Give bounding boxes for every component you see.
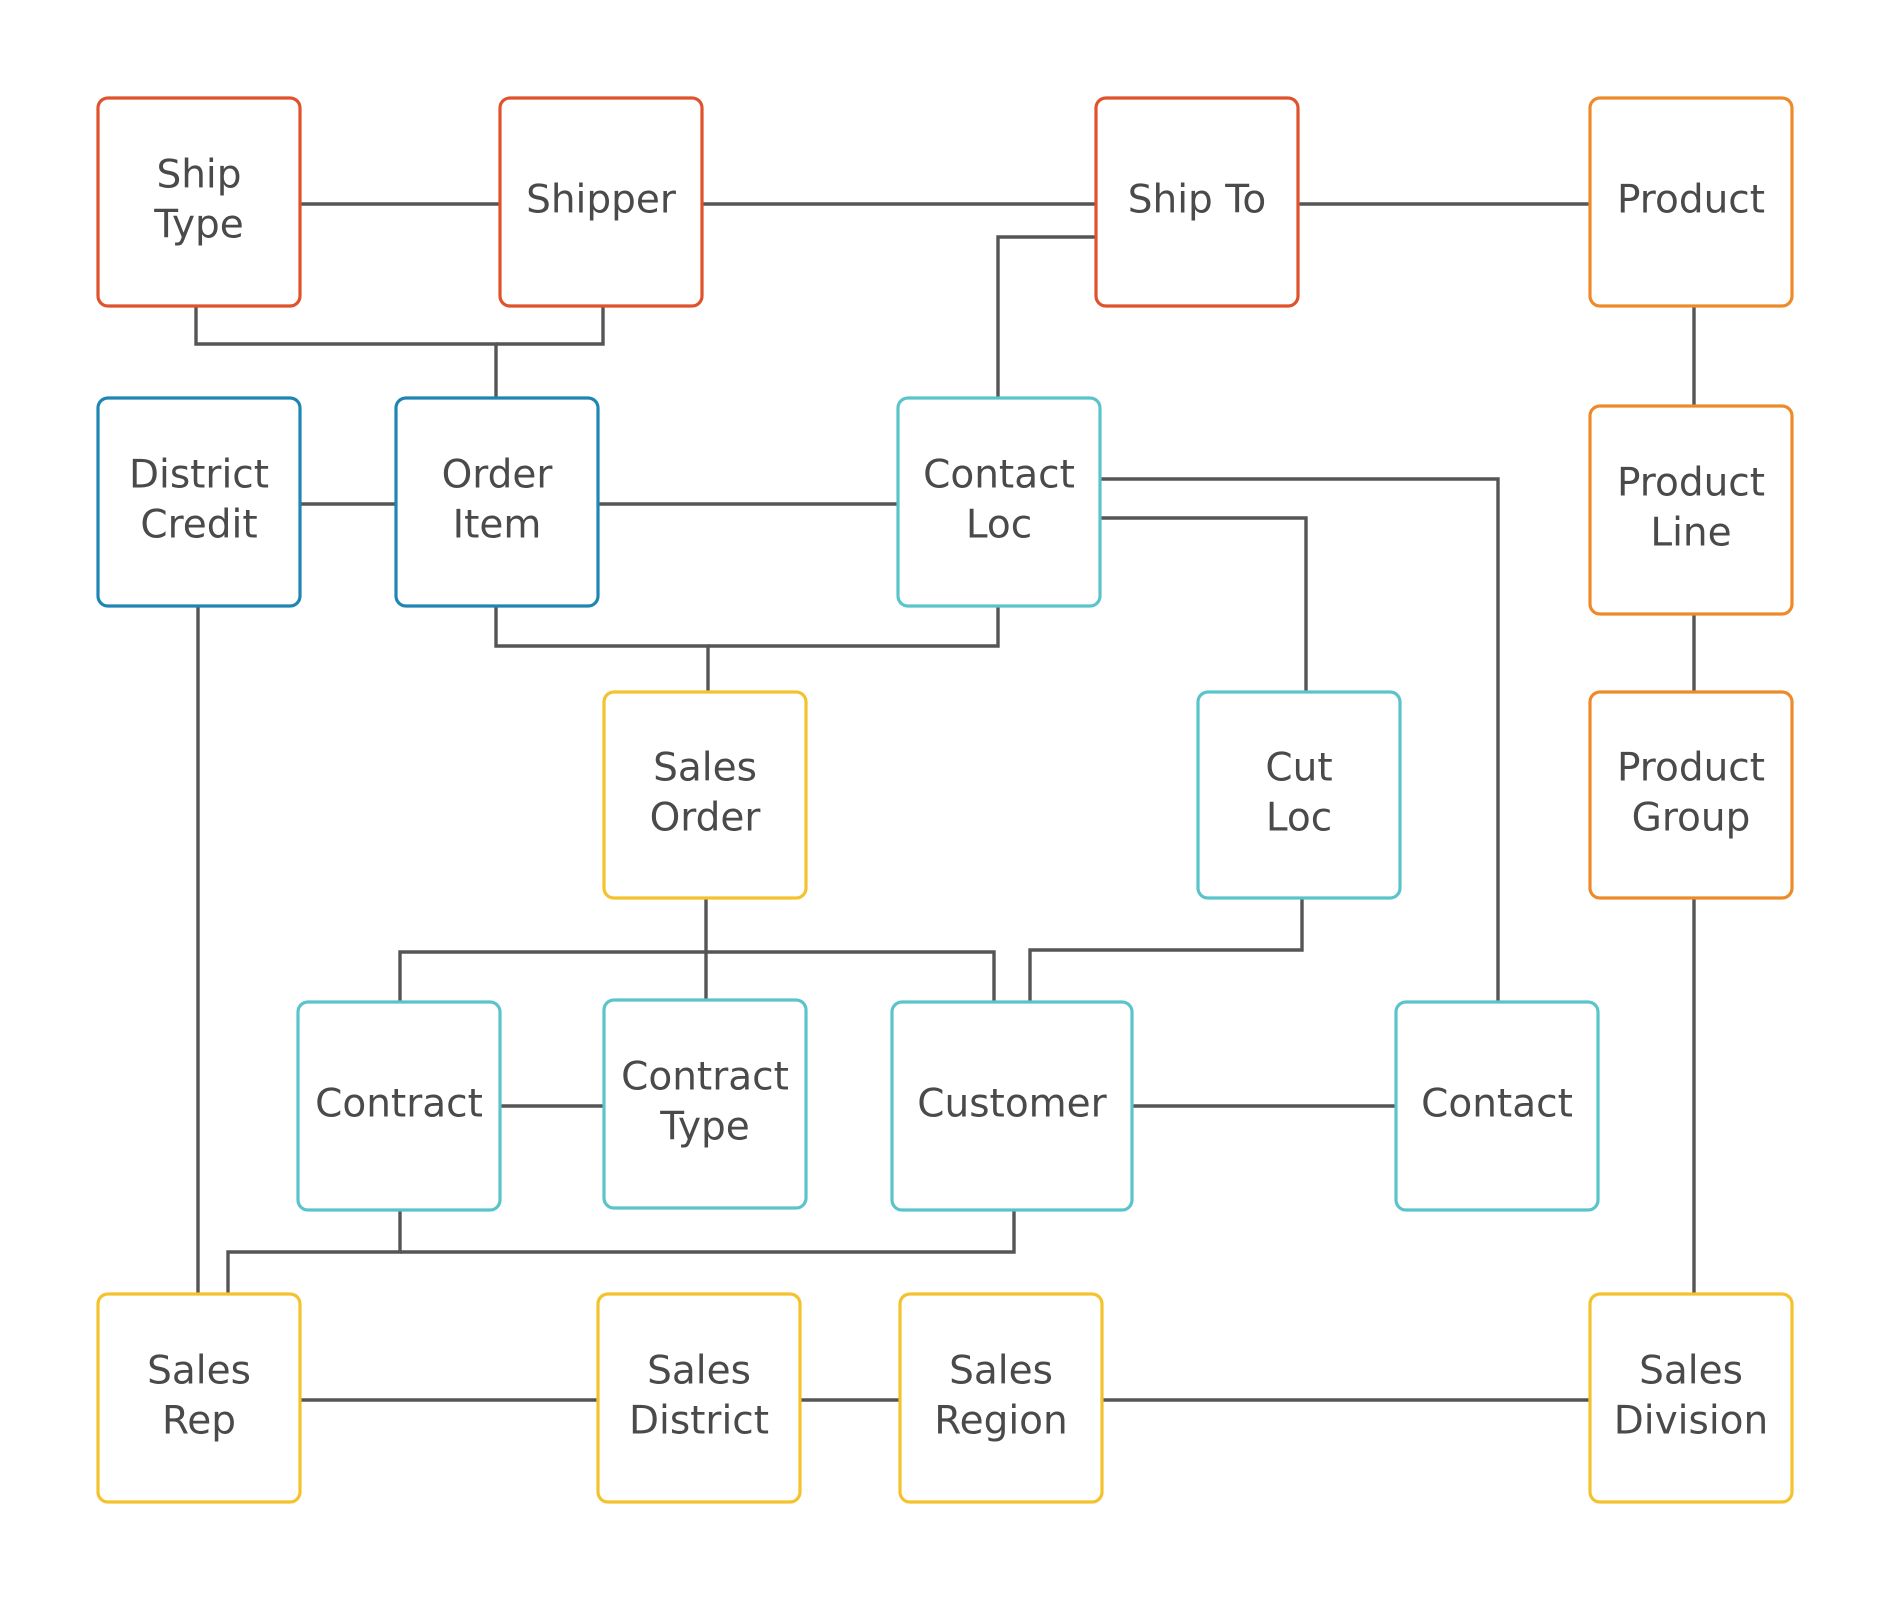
connector-customer-sales-rep: [400, 1210, 1016, 1254]
node-label-sales-division-line-2: Division: [1614, 1399, 1769, 1444]
node-box-sales-rep: [96, 1292, 302, 1504]
node-label-customer-line-1: Customer: [917, 1082, 1107, 1127]
node-label-sales-order-line-1: Sales: [653, 746, 757, 791]
node-label-product-group-line-2: Group: [1632, 796, 1751, 841]
connector-ship-type-order-item: [194, 306, 498, 398]
node-box-cut-loc: [1196, 690, 1402, 900]
node-label-ship-type-line-1: Ship: [156, 153, 241, 198]
node-ship-to: Ship To: [1094, 96, 1300, 308]
node-box-product: [1588, 96, 1794, 308]
node-label-product-line-line-1: Product: [1617, 461, 1765, 506]
connector-order-item-sales-order: [494, 606, 710, 692]
node-label-sales-region-line-2: Region: [934, 1399, 1068, 1444]
node-customer: Customer: [890, 1000, 1134, 1212]
node-label-cut-loc-line-1: Cut: [1265, 746, 1332, 791]
connector-contact-loc-cut-loc: [1100, 516, 1308, 692]
node-box-sales-order: [602, 690, 808, 900]
node-label-contact-loc-line-1: Contact: [923, 453, 1075, 498]
connector-contract-sales-rep: [226, 1210, 402, 1294]
node-label-sales-district-line-1: Sales: [647, 1349, 751, 1394]
node-label-sales-district-line-2: District: [629, 1399, 769, 1444]
node-box-ship-to: [1094, 96, 1300, 308]
node-shipper: Shipper: [498, 96, 704, 308]
node-box-sales-district: [596, 1292, 802, 1504]
node-box-shipper: [498, 96, 704, 308]
node-label-product-line-line-2: Line: [1650, 511, 1731, 556]
node-label-sales-region-line-1: Sales: [949, 1349, 1053, 1394]
node-label-product-line-1: Product: [1617, 178, 1765, 223]
node-label-contract-line-1: Contract: [315, 1082, 483, 1127]
connectors: [194, 202, 1696, 1402]
node-contract: Contract: [296, 1000, 502, 1212]
node-label-order-item-line-1: Order: [442, 453, 554, 498]
node-label-contract-type-line-1: Contract: [621, 1055, 789, 1100]
node-label-product-group-line-1: Product: [1617, 746, 1765, 791]
node-label-ship-to-line-1: Ship To: [1128, 178, 1267, 223]
connector-contact-loc-contact: [1100, 477, 1500, 1004]
node-box-contact: [1394, 1000, 1600, 1212]
node-box-sales-region: [898, 1292, 1104, 1504]
node-box-contract: [296, 1000, 502, 1212]
node-box-customer: [890, 1000, 1134, 1212]
node-label-contract-type-line-2: Type: [659, 1105, 750, 1150]
node-label-cut-loc-line-2: Loc: [1266, 796, 1332, 841]
node-box-contract-type: [602, 998, 808, 1210]
node-label-order-item-line-2: Item: [453, 503, 542, 548]
connector-ship-to-contact-loc: [996, 235, 1096, 398]
node-label-ship-type-line-2: Type: [153, 203, 244, 248]
node-box-contact-loc: [896, 396, 1102, 608]
node-label-sales-rep-line-2: Rep: [162, 1399, 236, 1444]
connector-cut-loc-customer: [1028, 898, 1304, 1002]
node-label-sales-rep-line-1: Sales: [147, 1349, 251, 1394]
node-label-shipper-line-1: Shipper: [526, 178, 677, 223]
connector-sales-order-contract: [398, 950, 706, 1002]
connector-shipper-order-item: [496, 306, 605, 346]
node-box-ship-type: [96, 96, 302, 308]
node-box-product-line: [1588, 404, 1794, 616]
node-box-sales-division: [1588, 1292, 1794, 1504]
node-box-order-item: [394, 396, 600, 608]
node-label-sales-order-line-2: Order: [650, 796, 762, 841]
node-box-district-credit: [96, 396, 302, 608]
node-contact: Contact: [1394, 1000, 1600, 1212]
node-label-district-credit-line-1: District: [129, 453, 269, 498]
node-label-sales-division-line-1: Sales: [1639, 1349, 1743, 1394]
connector-contact-loc-sales-order: [708, 606, 1000, 648]
connector-sales-order-customer: [706, 950, 996, 1002]
node-product: Product: [1588, 96, 1794, 308]
node-label-contact-line-1: Contact: [1421, 1082, 1573, 1127]
node-box-product-group: [1588, 690, 1794, 900]
node-label-contact-loc-line-2: Loc: [966, 503, 1032, 548]
node-label-district-credit-line-2: Credit: [140, 503, 257, 548]
